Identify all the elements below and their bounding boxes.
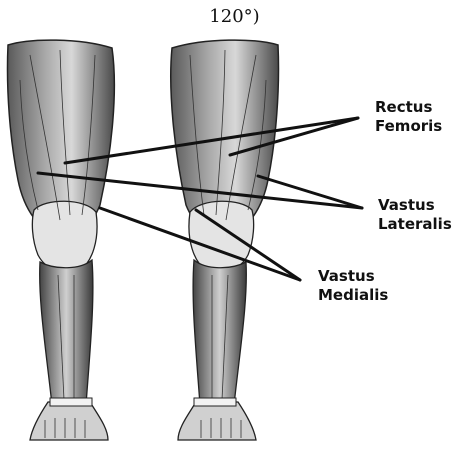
vastus-lateralis-line-2: Lateralis	[378, 215, 452, 234]
left-foot	[30, 402, 108, 440]
left-shin	[40, 260, 93, 405]
rectus-femoris-line-2: Femoris	[375, 117, 442, 136]
vastus-lateralis-line-1: Vastus	[378, 196, 452, 215]
left-knee	[32, 201, 97, 272]
vastus-lateralis-label: Vastus Lateralis	[378, 196, 452, 234]
vastus-medialis-line-1: Vastus	[318, 267, 388, 286]
vastus-medialis-line-2: Medialis	[318, 286, 388, 305]
left-leg	[7, 40, 114, 440]
right-shin	[193, 260, 246, 405]
vastus-medialis-label: Vastus Medialis	[318, 267, 388, 305]
rectus-femoris-label: Rectus Femoris	[375, 98, 442, 136]
right-foot	[178, 402, 256, 440]
rectus-femoris-line-1: Rectus	[375, 98, 442, 117]
